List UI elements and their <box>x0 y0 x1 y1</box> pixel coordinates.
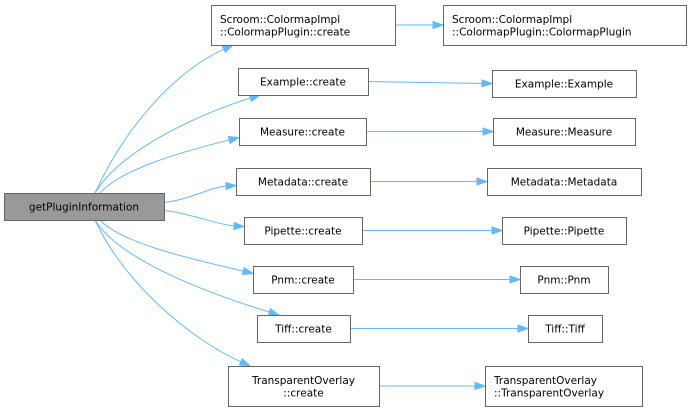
node-pipette-ctor-label: Pipette::Pipette <box>524 226 605 238</box>
node-tiff-ctor-label: Tiff::Tiff <box>544 324 585 336</box>
node-pnm-create[interactable]: Pnm::create <box>253 266 354 294</box>
node-root[interactable]: getPluginInformation <box>4 193 165 221</box>
node-scroom-create-label: ::ColormapPlugin::create <box>220 26 350 38</box>
edge-root-to-pnm-create <box>99 219 245 272</box>
node-measure-create[interactable]: Measure::create <box>239 118 367 146</box>
edge-example-create-to-example-ctor <box>367 81 484 84</box>
node-scroom-ctor-box[interactable] <box>443 5 687 46</box>
node-root-box[interactable] <box>4 193 165 221</box>
edges-layer <box>94 20 530 391</box>
edge-root-to-pipette-create <box>163 210 236 227</box>
node-measure-create-box[interactable] <box>239 118 367 146</box>
edge-overlay-create-to-overlay-ctor-arrowhead <box>474 381 487 391</box>
node-pnm-create-box[interactable] <box>253 266 354 294</box>
edge-scroom-create-to-scroom-ctor-arrowhead <box>432 20 445 30</box>
node-scroom-create-label: Scroom::ColormapImpl <box>220 14 340 26</box>
node-scroom-create[interactable]: Scroom::ColormapImpl::ColormapPlugin::cr… <box>211 5 396 46</box>
node-scroom-ctor[interactable]: Scroom::ColormapImpl::ColormapPlugin::Co… <box>443 5 687 46</box>
node-pnm-ctor-box[interactable] <box>520 266 609 294</box>
edge-root-to-scroom-create-arrowhead <box>221 44 235 54</box>
node-measure-create-label: Measure::create <box>260 127 345 139</box>
node-measure-ctor-box[interactable] <box>493 118 636 146</box>
edge-pnm-create-to-pnm-ctor-arrowhead <box>509 275 522 284</box>
node-overlay-ctor-label: ::TransparentOverlay <box>494 387 604 399</box>
edge-measure-create-to-measure-ctor-arrowhead <box>482 127 495 136</box>
node-measure-ctor[interactable]: Measure::Measure <box>493 118 636 146</box>
node-pipette-create-box[interactable] <box>244 217 363 245</box>
node-pipette-create-label: Pipette::create <box>264 226 341 238</box>
node-metadata-create-box[interactable] <box>236 168 371 196</box>
node-example-create[interactable]: Example::create <box>238 68 369 96</box>
nodes-layer: getPluginInformation Scroom::ColormapImpl… <box>4 5 687 407</box>
node-example-create-label: Example::create <box>260 77 346 89</box>
edge-root-to-pipette-create-arrowhead <box>233 221 246 231</box>
node-overlay-create-box[interactable] <box>228 366 380 407</box>
edge-example-create-to-example-ctor-arrowhead <box>481 79 494 88</box>
node-root-label: getPluginInformation <box>29 202 139 214</box>
node-tiff-create[interactable]: Tiff::create <box>257 315 351 343</box>
node-tiff-ctor-box[interactable] <box>528 315 603 343</box>
node-pnm-ctor-label: Pnm::Pnm <box>537 275 590 287</box>
edge-root-to-scroom-create <box>94 48 226 194</box>
node-metadata-create[interactable]: Metadata::create <box>236 168 371 196</box>
node-pipette-create[interactable]: Pipette::create <box>244 217 363 245</box>
node-example-create-box[interactable] <box>238 68 369 96</box>
node-example-ctor-label: Example::Example <box>515 79 613 91</box>
node-measure-ctor-label: Measure::Measure <box>516 127 612 139</box>
edge-root-to-tiff-create-arrowhead <box>267 307 281 316</box>
edge-root-to-tiff-create <box>94 219 271 313</box>
edge-root-to-overlay-create <box>94 219 242 363</box>
node-pnm-ctor[interactable]: Pnm::Pnm <box>520 266 609 294</box>
node-tiff-create-label: Tiff::create <box>274 324 332 336</box>
node-metadata-create-label: Metadata::create <box>258 177 348 189</box>
node-metadata-ctor-label: Metadata::Metadata <box>511 177 618 189</box>
edge-root-to-pnm-create-arrowhead <box>241 266 255 276</box>
node-overlay-create-label: TransparentOverlay <box>251 375 355 387</box>
node-scroom-ctor-label: Scroom::ColormapImpl <box>452 14 572 26</box>
node-example-ctor[interactable]: Example::Example <box>492 70 637 98</box>
node-pipette-ctor[interactable]: Pipette::Pipette <box>502 217 627 245</box>
node-scroom-ctor-label: ::ColormapPlugin::ColormapPlugin <box>452 26 632 38</box>
edge-root-to-measure-create-arrowhead <box>227 135 241 145</box>
node-overlay-ctor[interactable]: TransparentOverlay::TransparentOverlay <box>485 366 643 407</box>
node-metadata-ctor[interactable]: Metadata::Metadata <box>487 168 642 196</box>
node-metadata-ctor-box[interactable] <box>487 168 642 196</box>
edge-root-to-metadata-create-arrowhead <box>225 181 238 191</box>
node-overlay-create[interactable]: TransparentOverlay::create <box>228 366 380 407</box>
edge-metadata-create-to-metadata-ctor-arrowhead <box>476 177 489 186</box>
edge-root-to-overlay-create-arrowhead <box>238 357 252 367</box>
edge-root-to-example-create <box>94 97 252 194</box>
node-pnm-create-label: Pnm::create <box>271 275 334 287</box>
node-overlay-ctor-label: TransparentOverlay <box>493 375 597 387</box>
edge-root-to-measure-create <box>99 139 231 194</box>
node-example-ctor-box[interactable] <box>492 70 637 98</box>
node-tiff-ctor[interactable]: Tiff::Tiff <box>528 315 603 343</box>
node-pipette-ctor-box[interactable] <box>502 217 627 245</box>
node-overlay-ctor-box[interactable] <box>485 366 643 407</box>
edge-tiff-create-to-tiff-ctor-arrowhead <box>517 324 530 333</box>
edge-root-to-metadata-create <box>163 185 228 203</box>
node-scroom-create-box[interactable] <box>211 5 396 46</box>
node-overlay-create-label: ::create <box>283 387 323 399</box>
edge-pipette-create-to-pipette-ctor-arrowhead <box>491 226 504 235</box>
node-tiff-create-box[interactable] <box>257 315 351 343</box>
